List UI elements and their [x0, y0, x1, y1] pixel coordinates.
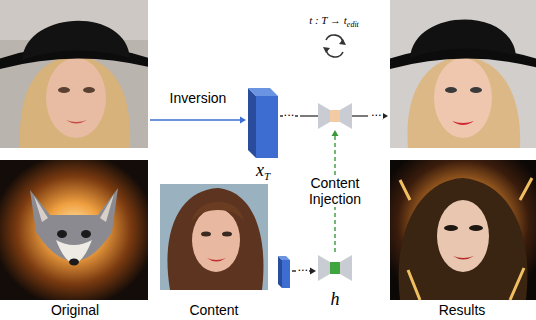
caption: Content	[158, 301, 270, 319]
photo-result-fire-face	[390, 160, 536, 300]
node-label: x	[256, 160, 264, 180]
loop-icon	[323, 35, 346, 57]
latent-block	[248, 88, 278, 158]
unet-node: h	[316, 252, 354, 318]
caption: Results	[388, 301, 536, 319]
caption: h	[316, 289, 354, 310]
arrow-head	[382, 113, 388, 120]
node-label: Original	[51, 302, 99, 318]
edge-label: ...	[296, 260, 309, 275]
photo-content-face	[160, 184, 268, 290]
flow-wire	[300, 115, 318, 116]
unet-symbol	[318, 103, 352, 129]
caption: Original	[0, 301, 150, 319]
connector-line	[150, 119, 241, 120]
flow-wire	[352, 115, 368, 116]
photo-original-face	[0, 0, 148, 148]
connector	[150, 117, 246, 124]
photo-original-fox	[0, 160, 148, 300]
edge-label: Inversion	[169, 90, 228, 106]
image-column: Results	[388, 0, 536, 320]
unet-node: t : T → tedit	[298, 4, 370, 130]
node-label: Content	[189, 302, 238, 318]
edge-label: ...	[283, 105, 296, 120]
arrow-head	[310, 268, 316, 275]
node-label-subscript: T	[264, 170, 270, 182]
latent-node: xT	[246, 86, 280, 188]
node-label: Results	[439, 302, 486, 318]
arrow-head	[240, 117, 246, 124]
image-column: Content	[158, 182, 292, 320]
unet-symbol	[318, 255, 352, 281]
edge-label: Content Injection	[302, 175, 368, 207]
caption: xT	[246, 160, 280, 182]
photo-result-face	[390, 0, 536, 148]
edge-label: ...	[370, 105, 383, 120]
image-column: Original	[0, 0, 150, 320]
node-label-subscript: edit	[347, 20, 359, 29]
content-latent-block	[278, 256, 290, 288]
node-label: t : T → t	[309, 14, 347, 26]
caption: t : T → tedit	[298, 10, 370, 29]
arrow-head	[332, 130, 339, 136]
node-label: h	[331, 289, 340, 309]
